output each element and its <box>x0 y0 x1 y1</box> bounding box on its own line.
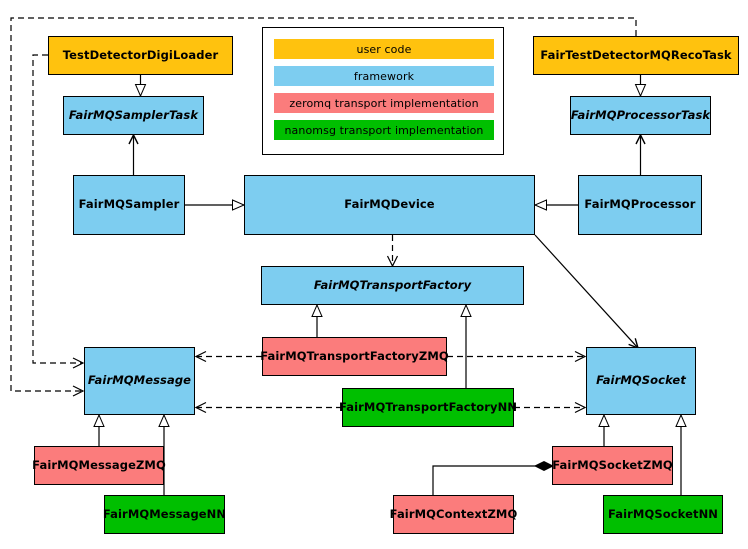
class-label: FairMQMessage <box>87 373 192 388</box>
class-label: FairMQSocketNN <box>607 506 719 521</box>
class-box-fairmqprocessor[interactable]: FairMQProcessor <box>578 175 702 235</box>
class-box-fairmqtransportfactorynn[interactable]: FairMQTransportFactoryNN <box>338 388 518 427</box>
edge-contextzmq-socketzmq <box>432 466 553 495</box>
class-box-fairmqsocket[interactable]: FairMQSocket <box>586 347 696 415</box>
class-box-fairmqmessagezmq[interactable]: FairMQMessageZMQ <box>32 446 166 485</box>
class-label: FairMQSampler <box>78 197 180 212</box>
class-label: FairMQSocket <box>596 373 686 388</box>
class-box-fairmqmessage[interactable]: FairMQMessage <box>84 347 195 415</box>
class-box-fairtestdetectormqrecotask[interactable]: FairTestDetectorMQRecoTask <box>533 36 739 75</box>
class-label: FairTestDetectorMQRecoTask <box>540 47 732 62</box>
class-label: FairMQMessageZMQ <box>32 457 166 472</box>
legend-item-zeromq: zeromq transport implementation <box>274 93 494 113</box>
class-label: FairMQContextZMQ <box>389 506 518 521</box>
class-box-fairmqsamplertask[interactable]: FairMQSamplerTask <box>63 96 204 135</box>
edge-device-socket <box>534 234 640 350</box>
class-box-fairmqdevice[interactable]: FairMQDevice <box>244 175 535 235</box>
class-box-fairmqprocessortask[interactable]: FairMQProcessorTask <box>570 96 711 135</box>
legend-label: framework <box>353 69 415 83</box>
legend-label: nanomsg transport implementation <box>284 123 484 137</box>
class-box-fairmqsampler[interactable]: FairMQSampler <box>73 175 185 235</box>
class-label: FairMQSocketZMQ <box>552 457 673 472</box>
class-label: FairMQSamplerTask <box>68 107 199 122</box>
class-box-testdetectordigiloader[interactable]: TestDetectorDigiLoader <box>48 36 233 75</box>
legend-label: user code <box>356 42 412 56</box>
class-label: FairMQTransportFactory <box>313 277 472 292</box>
class-label: FairMQTransportFactoryZMQ <box>260 348 449 363</box>
class-label: FairMQMessageNN <box>102 506 227 521</box>
class-label: FairMQDevice <box>344 197 435 212</box>
class-label: FairMQProcessor <box>584 197 696 212</box>
legend-panel: user code framework zeromq transport imp… <box>262 27 504 155</box>
class-box-fairmqtransportfactoryzmq[interactable]: FairMQTransportFactoryZMQ <box>260 337 449 376</box>
class-label: FairMQProcessorTask <box>570 107 711 122</box>
legend-item-nanomsg: nanomsg transport implementation <box>274 120 494 140</box>
legend-item-user-code: user code <box>274 39 494 59</box>
class-box-fairmqcontextzmq[interactable]: FairMQContextZMQ <box>390 495 517 534</box>
class-label: FairMQTransportFactoryNN <box>338 399 518 414</box>
class-box-fairmqsocketnn[interactable]: FairMQSocketNN <box>603 495 723 534</box>
legend-item-framework: framework <box>274 66 494 86</box>
legend-label: zeromq transport implementation <box>289 96 479 110</box>
class-label: TestDetectorDigiLoader <box>62 47 219 62</box>
class-box-fairmqsocketzmq[interactable]: FairMQSocketZMQ <box>552 446 673 485</box>
class-box-fairmqtransportfactory[interactable]: FairMQTransportFactory <box>261 266 524 305</box>
class-box-fairmqmessagenn[interactable]: FairMQMessageNN <box>102 495 227 534</box>
